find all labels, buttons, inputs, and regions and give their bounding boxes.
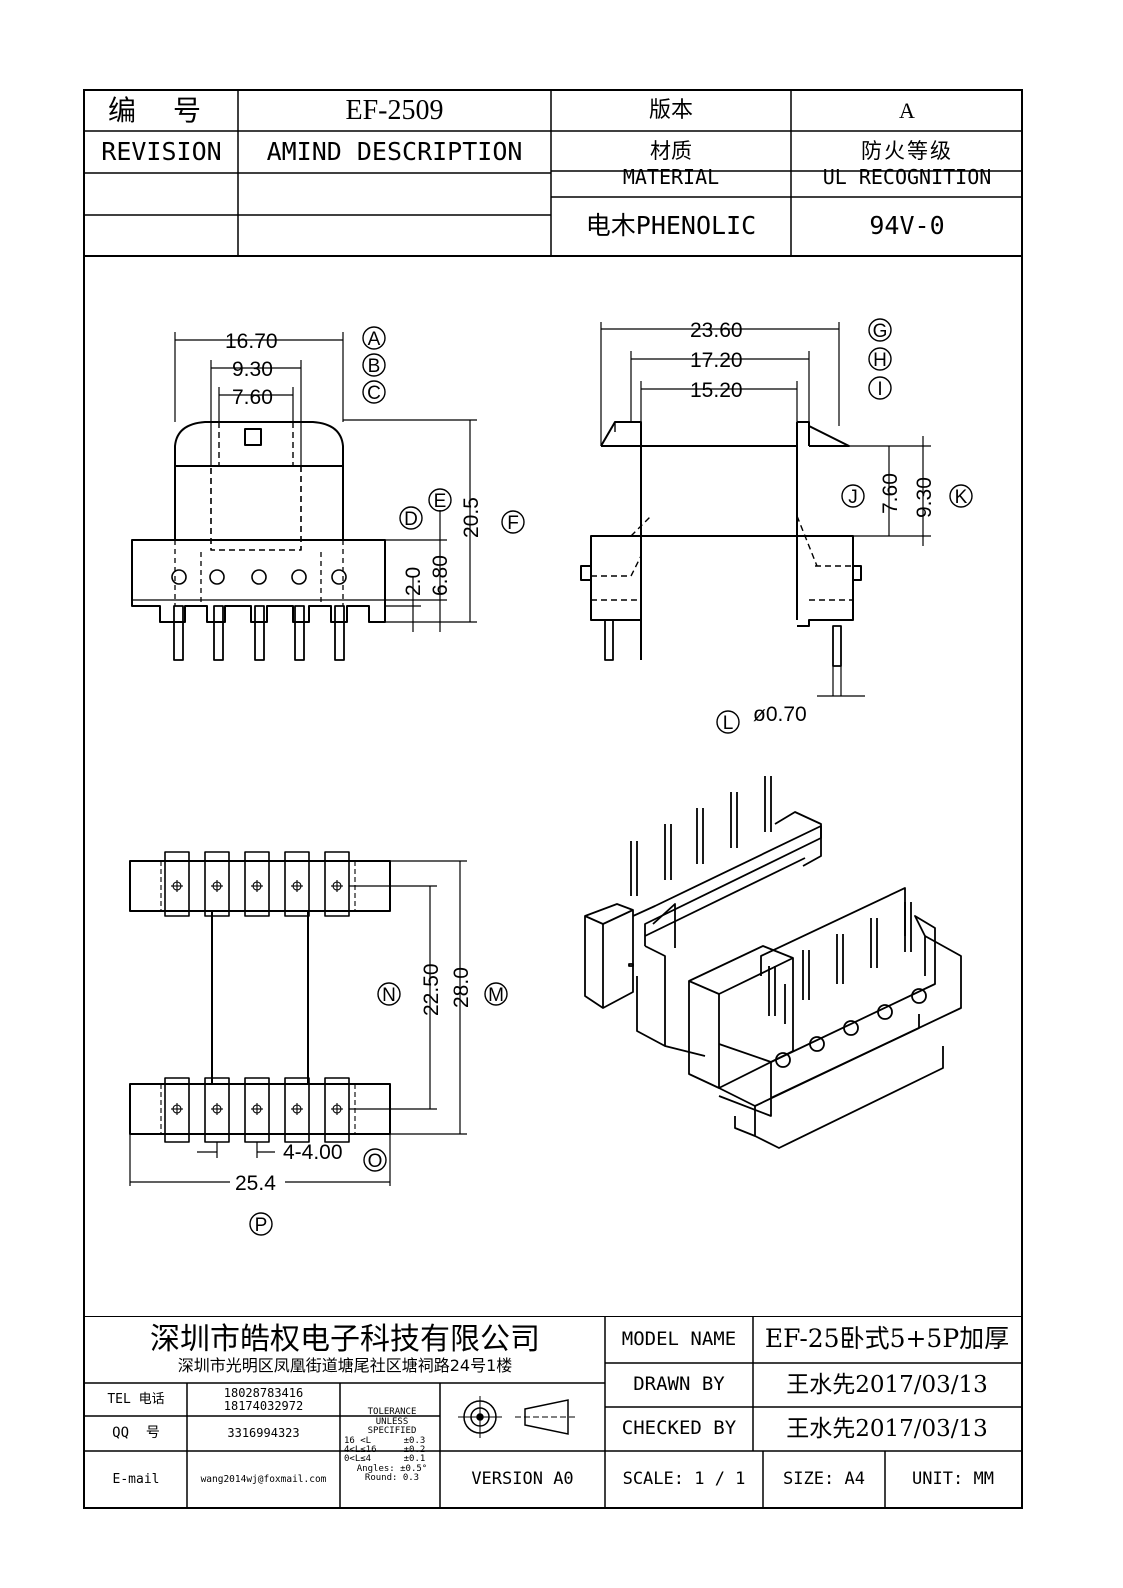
material-label-cn: 材质 <box>650 139 692 164</box>
dim-f: 20.5 <box>460 497 483 538</box>
tolerance-line-3: SPECIFIED <box>367 1426 417 1437</box>
marker-j: J <box>848 487 858 508</box>
header-grid <box>85 91 1021 257</box>
version-label: 版本 <box>648 98 693 124</box>
tolerance-line-6: 0<L≤4 ±0.1 <box>344 1454 426 1465</box>
front-view-dimensions <box>174 332 477 632</box>
size-text: SIZE: A4 <box>783 1469 865 1490</box>
tolerance-line-8: Round: 0.3 <box>364 1473 420 1484</box>
unit-text: UNIT: MM <box>912 1469 994 1490</box>
technical-drawing: 16.70 9.30 7.60 2.0 6.80 20.5 23.60 17.2… <box>129 318 973 1236</box>
marker-a: A <box>368 329 381 350</box>
qq-label: QQ 号 <box>112 1425 160 1442</box>
drawing-sheet: 编 号 EF-2509 版本 A REVISION AMIND DESCRIPT… <box>83 89 1023 1509</box>
company-name: 深圳市皓权电子科技有限公司 <box>150 1322 540 1358</box>
ul-label-en: UL RECOGNITION <box>822 164 992 189</box>
dim-l: ø0.70 <box>753 703 807 726</box>
marker-n: N <box>382 985 396 1006</box>
number-label: 编 号 <box>108 94 215 128</box>
tel-value-2: 18174032972 <box>223 1398 304 1413</box>
checked-value: 王水先2017/03/13 <box>786 1415 988 1442</box>
dim-m: 28.0 <box>450 967 473 1008</box>
bottom-view-dimensions <box>129 860 467 1186</box>
bottom-view <box>129 851 391 1143</box>
version-value: A <box>899 98 915 124</box>
tel-values: 18028783416 18174032972 <box>187 1383 340 1416</box>
dim-c: 7.60 <box>232 386 273 409</box>
tolerance-block: TOLERANCE UNLESS SPECIFIED 16 <L ±0.3 4<… <box>340 1383 440 1509</box>
drawn-label: DRAWN BY <box>633 1373 725 1396</box>
qq-value: 3316994323 <box>227 1426 300 1441</box>
email-label: E-mail <box>112 1472 160 1488</box>
tel-label: TEL 电话 <box>107 1391 165 1407</box>
dim-g: 23.60 <box>690 319 743 342</box>
marker-c: C <box>367 383 381 404</box>
dim-o: 4-4.00 <box>283 1141 343 1164</box>
dim-i: 15.20 <box>690 379 743 402</box>
tolerance-line-7: Angles: ±0.5° <box>356 1463 428 1474</box>
marker-l: L <box>723 713 734 734</box>
marker-f: F <box>507 513 519 534</box>
number-value: EF-2509 <box>345 95 444 127</box>
tolerance-line-1: TOLERANCE <box>367 1407 417 1418</box>
dim-d: 2.0 <box>402 567 425 596</box>
marker-k: K <box>955 487 968 508</box>
marker-i: I <box>877 379 882 400</box>
reference-markers <box>249 318 973 1236</box>
tolerance-line-4: 16 <L ±0.3 <box>344 1435 426 1446</box>
dim-k: 9.30 <box>913 477 936 518</box>
dim-j: 7.60 <box>879 473 902 514</box>
material-label-en: MATERIAL <box>622 164 720 189</box>
marker-o: O <box>368 1151 383 1172</box>
marker-g: G <box>873 321 888 342</box>
marker-d: D <box>404 509 418 530</box>
tolerance-line-2: UNLESS <box>375 1416 409 1427</box>
front-view <box>131 421 386 661</box>
dimension-labels: 16.70 9.30 7.60 2.0 6.80 20.5 23.60 17.2… <box>225 319 936 1195</box>
material-value: 电木PHENOLIC <box>585 211 757 241</box>
ul-value: 94V-0 <box>869 211 945 241</box>
dim-b: 9.30 <box>232 358 273 381</box>
side-view <box>580 421 862 667</box>
scale-text: SCALE: 1 / 1 <box>622 1469 746 1490</box>
dim-a: 16.70 <box>225 330 278 353</box>
marker-p: P <box>255 1215 268 1236</box>
dim-n: 22.50 <box>420 963 443 1016</box>
dim-h: 17.20 <box>690 349 743 372</box>
isometric-view <box>584 776 962 1149</box>
material-label: 材质 MATERIAL <box>551 131 791 197</box>
model-value: EF-25卧式5+5P加厚 <box>764 1324 1010 1354</box>
ul-label: 防火等级 UL RECOGNITION <box>791 131 1023 197</box>
tolerance-line-5: 4<L≤16 ±0.2 <box>344 1445 426 1455</box>
company-address: 深圳市光明区凤凰街道塘尾社区塘祠路24号1楼 <box>177 1355 513 1375</box>
dim-e: 6.80 <box>429 555 452 596</box>
version-text: VERSION A0 <box>471 1469 574 1490</box>
company-block: 深圳市皓权电子科技有限公司 深圳市光明区凤凰街道塘尾社区塘祠路24号1楼 <box>85 1316 605 1383</box>
email-value: wang2014wj@foxmail.com <box>200 1474 327 1486</box>
tel-value-1: 18028783416 <box>223 1385 304 1400</box>
side-view-dimensions <box>600 322 931 697</box>
drawn-value: 王水先2017/03/13 <box>786 1371 988 1398</box>
ul-label-cn: 防火等级 <box>861 139 953 164</box>
title-block-grid <box>85 1316 1021 1509</box>
marker-h: H <box>873 350 887 371</box>
reference-marker-letters: A B C D E F G H I J K L M N O P <box>255 321 968 1236</box>
model-label: MODEL NAME <box>621 1327 737 1350</box>
amind-description-label: AMIND DESCRIPTION <box>266 136 523 166</box>
dim-p: 25.4 <box>235 1172 276 1195</box>
marker-m: M <box>488 985 504 1006</box>
marker-b: B <box>368 356 381 377</box>
projection-symbol <box>458 1396 578 1438</box>
marker-e: E <box>434 491 447 512</box>
checked-label: CHECKED BY <box>621 1417 737 1440</box>
revision-label: REVISION <box>101 136 222 166</box>
